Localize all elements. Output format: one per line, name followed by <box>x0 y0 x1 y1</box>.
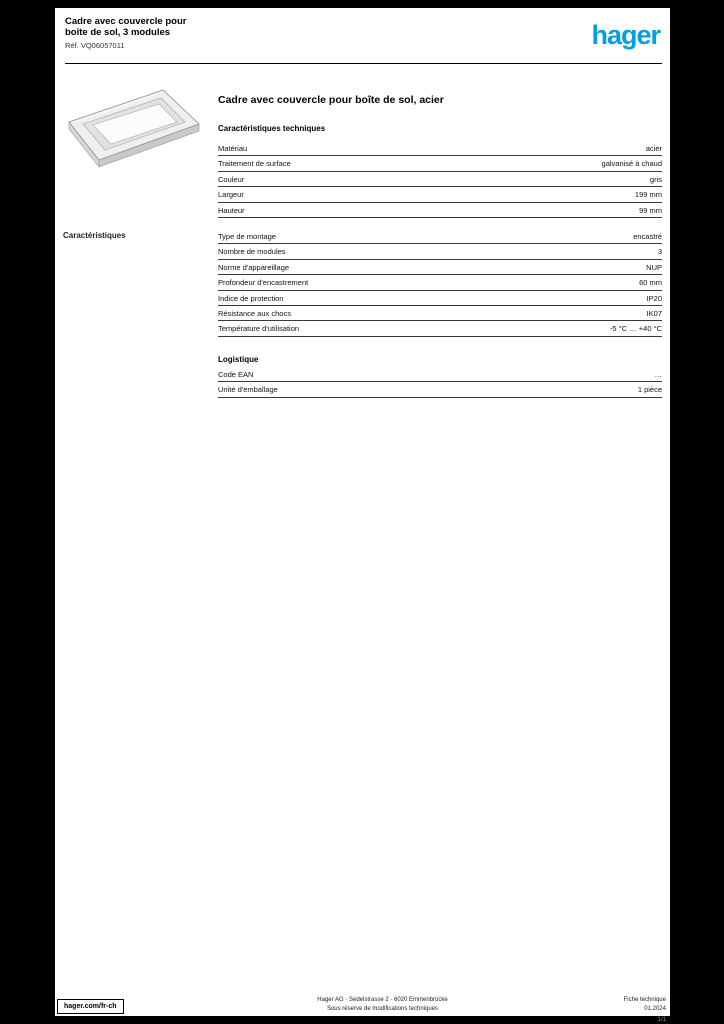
header-title-line1: Cadre avec couvercle pour <box>65 16 187 27</box>
spec-row: Traitement de surface galvanisé à chaud <box>218 156 662 172</box>
footer-address-block: Hager AG · Sedelstrasse 2 · 6020 Emmenbr… <box>225 996 540 1014</box>
spec-value: -5 °C … +40 °C <box>609 324 662 334</box>
spec-row: Norme d'appareillage NUP <box>218 260 662 276</box>
page-indicator: 1/1 <box>657 1017 666 1023</box>
spec-label: Matériau <box>218 144 248 153</box>
spec-row: Unité d'emballage 1 pièce <box>218 382 662 398</box>
spec-row: Nombre de modules 3 <box>218 244 662 260</box>
spec-label: Largeur <box>218 190 244 200</box>
spec-label: Nombre de modules <box>218 247 286 257</box>
spec-label: Traitement de surface <box>218 159 291 169</box>
spec-value: … <box>654 370 663 379</box>
spec-label: Couleur <box>218 174 245 184</box>
header-title-block: Cadre avec couvercle pour boîte de sol, … <box>65 16 425 50</box>
spec-table-2: Type de montage encastré Nombre de module… <box>218 229 662 337</box>
spec-label: Hauteur <box>218 205 245 215</box>
footer-date: 01.2024 <box>644 1006 666 1012</box>
spec-value: 99 mm <box>639 205 662 215</box>
spec-value: galvanisé à chaud <box>601 159 662 169</box>
spec-row: Code EAN … <box>218 367 663 383</box>
section-title-logistics: Logistique <box>218 355 259 364</box>
footer-doc-type: Fiche technique <box>623 997 666 1003</box>
spec-label: Code EAN <box>218 370 254 379</box>
spec-row: Couleur gris <box>218 172 662 188</box>
spec-label: Indice de protection <box>218 293 284 303</box>
datasheet-page: Cadre avec couvercle pour boîte de sol, … <box>55 8 670 1016</box>
header-title-line2: boîte de sol, 3 modules <box>65 27 171 38</box>
side-section-label: Caractéristiques <box>63 231 126 240</box>
header-divider <box>65 63 662 64</box>
spec-row: Hauteur 99 mm <box>218 203 662 218</box>
spec-label: Profondeur d'encastrement <box>218 278 309 288</box>
spec-label: Norme d'appareillage <box>218 262 290 272</box>
cover-frame-illustration <box>68 89 200 168</box>
footer-meta-block: Fiche technique 01.2024 <box>624 996 666 1014</box>
spec-row: Type de montage encastré <box>218 229 662 245</box>
spec-value: gris <box>649 174 662 184</box>
spec-value: 3 <box>657 247 662 257</box>
spec-value: 199 mm <box>634 190 662 200</box>
spec-row: Largeur 199 mm <box>218 187 662 203</box>
spec-value: 60 mm <box>639 278 662 288</box>
hager-logo: hager <box>591 20 661 50</box>
spec-row: Profondeur d'encastrement 60 mm <box>218 275 662 291</box>
footer-disclaimer-line: Sous réserve de modifications techniques <box>326 1006 439 1012</box>
spec-value: NUP <box>646 262 662 272</box>
spec-label: Température d'utilisation <box>218 324 300 334</box>
footer-website-link[interactable]: hager.com/fr-ch <box>57 999 124 1014</box>
header-reference: Réf. VQ06057011 <box>65 41 125 50</box>
spec-row: Température d'utilisation -5 °C … +40 °C <box>218 321 662 337</box>
spec-value: IP20 <box>646 293 662 303</box>
spec-value: acier <box>645 144 662 153</box>
product-title: Cadre avec couvercle pour boîte de sol, … <box>218 94 444 106</box>
product-image <box>59 80 211 192</box>
spec-value: IK07 <box>646 308 662 318</box>
spec-table-3: Code EAN … Unité d'emballage 1 pièce <box>218 367 662 398</box>
spec-row: Indice de protection IP20 <box>218 291 662 306</box>
spec-value: 1 pièce <box>637 385 662 395</box>
spec-value: encastré <box>633 232 662 241</box>
spec-row: Matériau acier <box>218 141 662 157</box>
spec-table-1: Matériau acier Traitement de surface galva… <box>218 141 662 218</box>
spec-label: Type de montage <box>218 232 276 241</box>
spec-row: Résistance aux chocs IK07 <box>218 306 662 322</box>
footer-address-line: Hager AG · Sedelstrasse 2 · 6020 Emmenbr… <box>317 997 448 1003</box>
section-title-specs: Caractéristiques techniques <box>218 124 326 133</box>
spec-label: Résistance aux chocs <box>218 308 291 318</box>
spec-label: Unité d'emballage <box>218 385 278 395</box>
